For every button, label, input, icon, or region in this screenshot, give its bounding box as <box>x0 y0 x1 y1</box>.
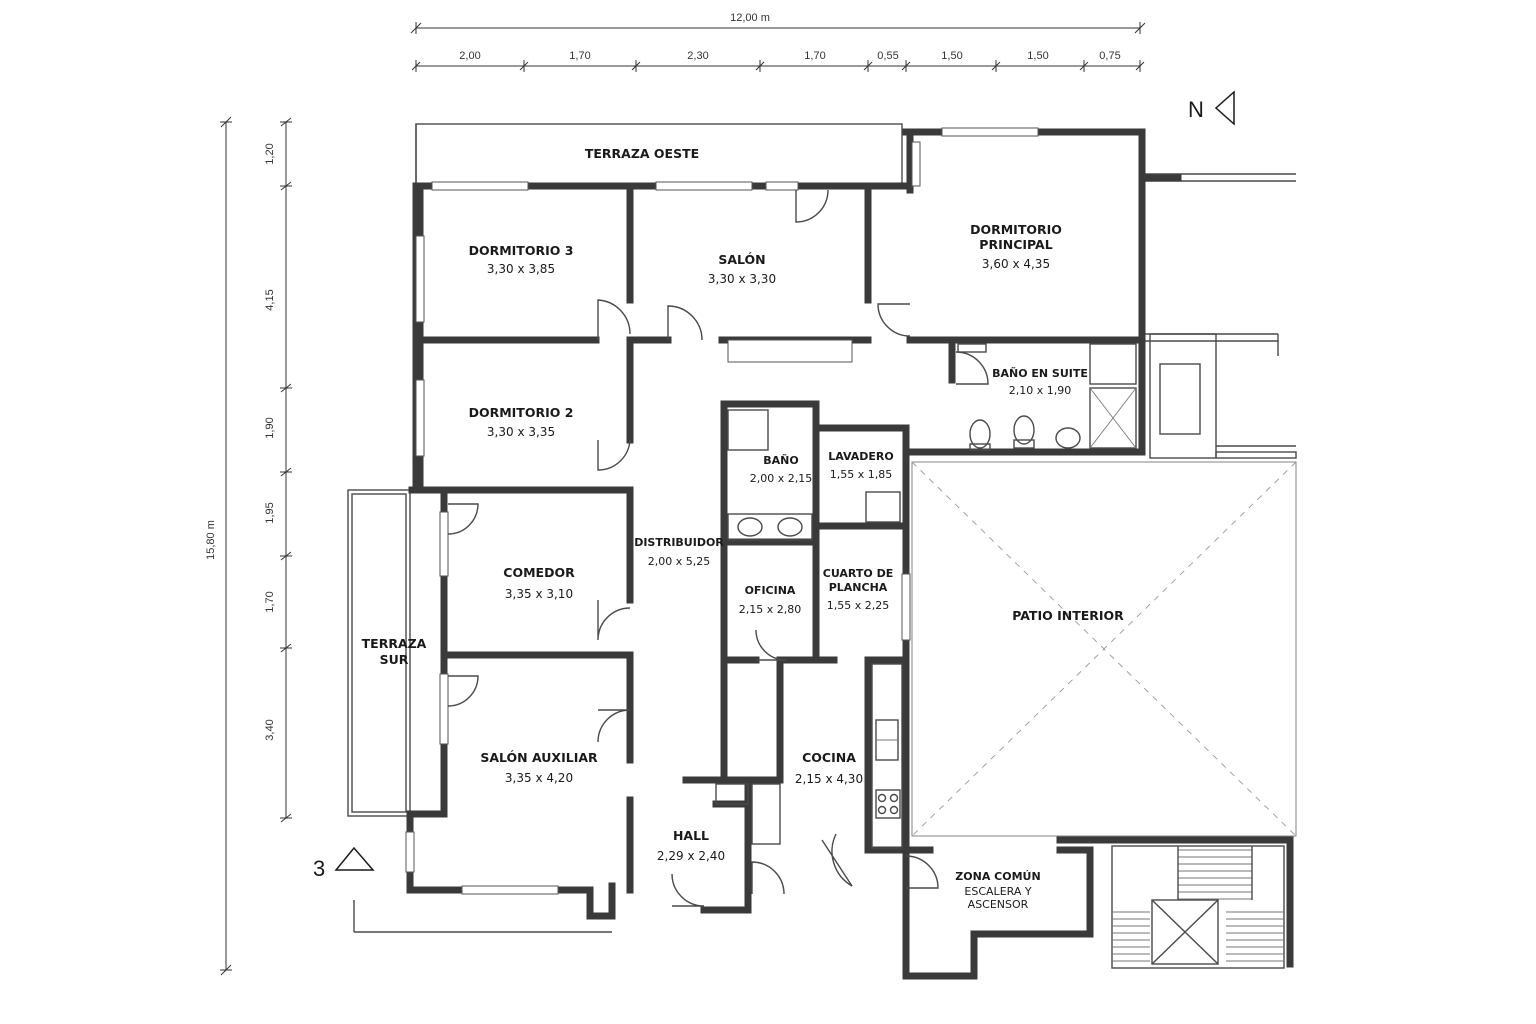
dim-total-height: 15,80 m <box>205 520 217 560</box>
distribuidor-name: DISTRIBUIDOR <box>634 536 724 549</box>
bano-suite-name: BAÑO EN SUITE <box>992 367 1088 380</box>
dim-v-2: 1,90 <box>264 417 276 438</box>
lavadero-size: 1,55 x 1,85 <box>830 468 893 481</box>
dim-h-0: 2,00 <box>459 50 480 62</box>
bano-size: 2,00 x 2,15 <box>750 472 813 485</box>
zona-comun-line-2: ESCALERA Y <box>964 885 1031 898</box>
terraza-sur-name-2: SUR <box>380 652 409 667</box>
section-marker: 3 <box>313 846 612 933</box>
room-labels: TERRAZA OESTE DORMITORIO 3 3,30 x 3,85 S… <box>362 146 1125 911</box>
dim-v-0: 1,20 <box>264 143 276 164</box>
dim-h-1: 1,70 <box>569 50 590 62</box>
distribuidor-size: 2,00 x 5,25 <box>648 555 711 568</box>
bano-name: BAÑO <box>763 454 798 467</box>
fixtures <box>715 333 1285 969</box>
dormitorio-2-size: 3,30 x 3,35 <box>487 425 555 439</box>
dim-v-1: 4,15 <box>264 289 276 310</box>
section-label: 3 <box>313 856 325 881</box>
dim-h-2: 2,30 <box>687 50 708 62</box>
zona-comun-line-1: ZONA COMÚN <box>955 870 1040 883</box>
outlines <box>347 123 1297 817</box>
dimension-lines: 12,00 m 2,00 1,70 2,30 1,70 0,55 1,50 1,… <box>205 12 1146 976</box>
lavadero-name: LAVADERO <box>828 450 894 463</box>
dormitorio-principal-size: 3,60 x 4,35 <box>982 257 1050 271</box>
dormitorio-3-size: 3,30 x 3,85 <box>487 262 555 276</box>
dim-v-5: 3,40 <box>264 719 276 740</box>
dim-h-6: 1,50 <box>1027 50 1048 62</box>
hall-name: HALL <box>673 828 709 843</box>
dim-total-width: 12,00 m <box>730 12 770 24</box>
dim-h-7: 0,75 <box>1099 50 1120 62</box>
dim-h-5: 1,50 <box>941 50 962 62</box>
dim-v-4: 1,70 <box>264 591 276 612</box>
north-label: N <box>1188 97 1204 122</box>
salon-size: 3,30 x 3,30 <box>708 272 776 286</box>
dim-h-3: 1,70 <box>804 50 825 62</box>
dormitorio-2-name: DORMITORIO 2 <box>469 405 574 420</box>
walls <box>406 128 1294 980</box>
cuarto-plancha-name-2: PLANCHA <box>829 581 888 594</box>
comedor-size: 3,35 x 3,10 <box>505 587 573 601</box>
oficina-name: OFICINA <box>745 584 796 597</box>
salon-auxiliar-name: SALÓN AUXILIAR <box>480 750 598 765</box>
cuarto-plancha-name-1: CUARTO DE <box>823 567 894 580</box>
patio-interior <box>911 461 1297 837</box>
terraza-sur-name-1: TERRAZA <box>362 636 427 651</box>
terraza-oeste-name: TERRAZA OESTE <box>585 146 699 161</box>
salon-name: SALÓN <box>718 252 765 267</box>
patio-name: PATIO INTERIOR <box>1012 608 1124 623</box>
dormitorio-principal-name-1: DORMITORIO <box>970 222 1062 237</box>
dim-h-4: 0,55 <box>877 50 898 62</box>
cuarto-plancha-size: 1,55 x 2,25 <box>827 599 890 612</box>
north-arrow: N <box>1188 90 1235 126</box>
oficina-size: 2,15 x 2,80 <box>739 603 802 616</box>
bano-suite-size: 2,10 x 1,90 <box>1009 384 1072 397</box>
hall-size: 2,29 x 2,40 <box>657 849 725 863</box>
dormitorio-principal-name-2: PRINCIPAL <box>979 237 1052 252</box>
cocina-name: COCINA <box>802 750 856 765</box>
cocina-size: 2,15 x 4,30 <box>795 772 863 786</box>
comedor-name: COMEDOR <box>503 565 575 580</box>
windows <box>405 127 1039 895</box>
zona-comun-line-3: ASCENSOR <box>968 898 1029 911</box>
dim-v-3: 1,95 <box>264 502 276 523</box>
dormitorio-3-name: DORMITORIO 3 <box>469 243 574 258</box>
salon-auxiliar-size: 3,35 x 4,20 <box>505 771 573 785</box>
